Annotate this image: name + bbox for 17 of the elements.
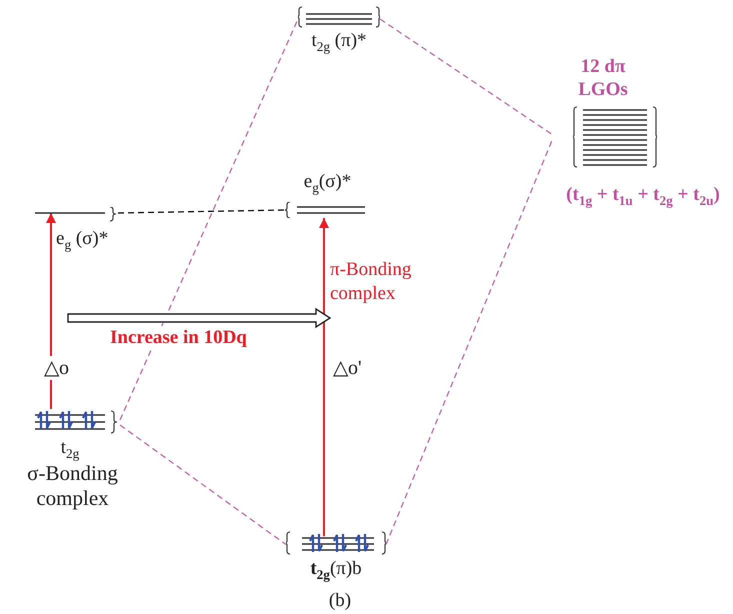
level-label: σ-Bonding complex [26,461,119,511]
dashed-connector [380,18,554,136]
annotation-text: π-Bonding complex [330,258,412,306]
caption: (b) [328,590,352,612]
dashed-connector [120,424,286,546]
level-label: t$_{2g}$ (π)* [310,29,368,56]
dashed-connector [119,18,299,420]
level-label: t$_{2g}$ [60,436,80,463]
level-label: 12 dπ LGOs [577,55,629,101]
arrow [319,218,329,536]
arrow [46,213,56,409]
level-label: e$_{g}$ (σ)* [56,227,110,254]
level-label: (t$_{1g}$ + t$_{1u}$ + t$_{2g}$ + t$_{2u}$) [565,183,721,210]
level-label: e$_{g}$(σ)* [302,170,352,197]
level-label: t$_{2g}$(π)b [309,557,363,584]
edge-label: △o [44,356,69,380]
dashed-connector [118,209,286,214]
